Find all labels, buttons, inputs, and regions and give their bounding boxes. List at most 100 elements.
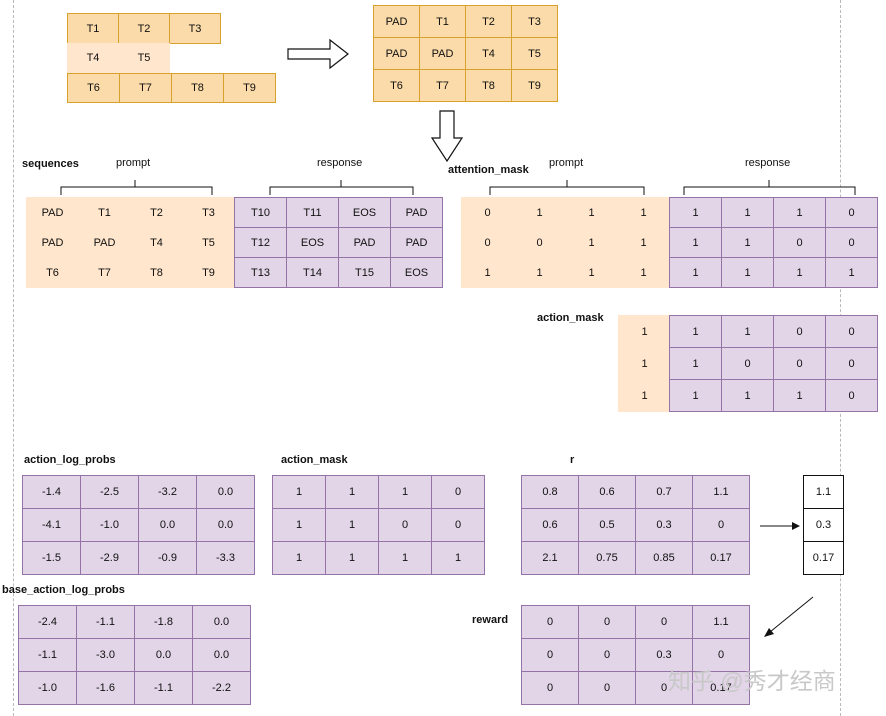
grid-cell: 1 bbox=[721, 197, 774, 228]
grid-cell: 2.1 bbox=[521, 541, 579, 575]
grid-cell: 0 bbox=[825, 347, 878, 380]
token-cell: T3 bbox=[169, 13, 221, 44]
token-row: T1 T2 T3 bbox=[67, 13, 221, 44]
response-caption: response bbox=[745, 157, 791, 169]
grid-cell: 0 bbox=[692, 638, 750, 672]
grid-cell: -3.3 bbox=[196, 541, 255, 575]
grid-cell: 0 bbox=[521, 671, 579, 705]
grid-cell: 1 bbox=[378, 475, 432, 509]
attention-mask-label: attention_mask bbox=[448, 164, 529, 176]
grid-cell: -3.2 bbox=[138, 475, 197, 509]
grid-cell: T3 bbox=[511, 5, 558, 38]
token-cell: T8 bbox=[171, 73, 224, 103]
grid-cell: 1 bbox=[325, 508, 379, 542]
grid-cell: -1.1 bbox=[76, 605, 135, 639]
grid-cell: T11 bbox=[286, 197, 339, 228]
grid-cell: 1 bbox=[721, 315, 774, 348]
grid-cell: -1.4 bbox=[22, 475, 81, 509]
action-mask-label: action_mask bbox=[537, 312, 604, 324]
watermark: 知乎 @秀才经商 bbox=[668, 668, 836, 694]
grid-cell: 0.75 bbox=[578, 541, 636, 575]
grid-cell: -4.1 bbox=[22, 508, 81, 542]
grid-cell: 0.7 bbox=[635, 475, 693, 509]
token-cell: T6 bbox=[67, 73, 120, 103]
grid-cell: 1 bbox=[669, 379, 722, 412]
grid-cell: 0.3 bbox=[635, 638, 693, 672]
grid-cell: 0.17 bbox=[692, 671, 750, 705]
grid-cell: T4 bbox=[130, 227, 183, 258]
grid-cell: -2.5 bbox=[80, 475, 139, 509]
grid-row: 1 bbox=[618, 347, 671, 380]
grid-cell: T5 bbox=[511, 37, 558, 70]
token-cell: T7 bbox=[119, 73, 172, 103]
token-cell: T4 bbox=[67, 43, 119, 73]
grid-cell: T6 bbox=[373, 69, 420, 102]
grid-cell: 1 bbox=[825, 257, 878, 288]
grid-cell: T6 bbox=[26, 257, 79, 288]
grid-cell: 0 bbox=[578, 605, 636, 639]
grid-cell: T7 bbox=[419, 69, 466, 102]
token-row: T4 T5 bbox=[67, 43, 170, 73]
grid-cell: 0 bbox=[431, 475, 485, 509]
grid-row: -1.5-2.9-0.9-3.3 bbox=[22, 541, 255, 575]
grid-cell: 0 bbox=[635, 671, 693, 705]
grid-cell: 0 bbox=[721, 347, 774, 380]
grid-cell: 1 bbox=[325, 475, 379, 509]
grid-cell: 1 bbox=[378, 541, 432, 575]
grid-cell: T9 bbox=[511, 69, 558, 102]
grid-cell: 0 bbox=[825, 197, 878, 228]
token-cell: T9 bbox=[223, 73, 276, 103]
grid-cell: 0 bbox=[635, 605, 693, 639]
response-caption: response bbox=[317, 157, 363, 169]
grid-cell: T8 bbox=[130, 257, 183, 288]
grid-cell: 1 bbox=[721, 257, 774, 288]
grid-cell: T2 bbox=[130, 197, 183, 228]
grid-row: 0.17 bbox=[803, 541, 844, 575]
grid-cell: T12 bbox=[234, 227, 287, 258]
prompt-caption: prompt bbox=[549, 157, 584, 169]
grid-cell: -1.0 bbox=[80, 508, 139, 542]
token-row: T6 T7 T8 T9 bbox=[67, 73, 276, 103]
grid-cell: 0 bbox=[825, 379, 878, 412]
grid-cell: -0.9 bbox=[138, 541, 197, 575]
grid-cell: T7 bbox=[78, 257, 131, 288]
grid-cell: 1 bbox=[618, 347, 671, 380]
grid-cell: 0 bbox=[521, 638, 579, 672]
grid-cell: 0.3 bbox=[803, 508, 844, 542]
sequences-label: sequences bbox=[22, 158, 79, 170]
grid-cell: 0 bbox=[521, 605, 579, 639]
grid-cell: T1 bbox=[419, 5, 466, 38]
grid-cell: T9 bbox=[182, 257, 235, 288]
grid-cell: 1 bbox=[669, 315, 722, 348]
